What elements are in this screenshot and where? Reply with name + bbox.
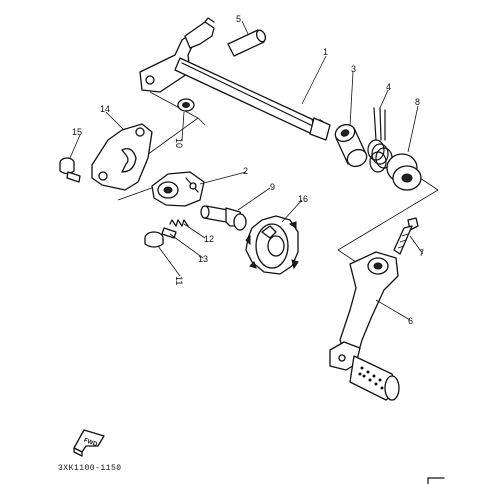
callout-15: 15 — [72, 127, 82, 137]
segment-part-16 — [245, 215, 299, 275]
shift-lever-part-2 — [151, 171, 205, 207]
roller-part-11 — [144, 231, 164, 248]
collar-part-3 — [334, 123, 368, 168]
fwd-arrow-icon: FWD — [73, 429, 105, 457]
callout-4: 4 — [386, 82, 391, 92]
washer-part-10 — [177, 98, 195, 112]
bolt-part-9 — [200, 205, 247, 231]
callout-13: 13 — [198, 254, 208, 264]
oil-seal-part-8 — [386, 153, 422, 191]
callout-7: 7 — [419, 248, 424, 258]
callout-3: 3 — [351, 64, 356, 74]
corner-mark — [427, 477, 445, 484]
shift-shaft-part-1 — [139, 17, 331, 141]
callout-1: 1 — [323, 47, 328, 57]
callout-8: 8 — [415, 97, 420, 107]
spring-pin-parts-12-13 — [161, 219, 189, 239]
callout-14: 14 — [100, 104, 110, 114]
dowel-pin-part-5 — [227, 29, 267, 57]
callout-numbers: 5 1 3 4 8 14 15 10 2 9 16 7 6 12 13 11 — [72, 14, 424, 326]
callout-5: 5 — [236, 14, 241, 24]
callout-2: 2 — [243, 166, 248, 176]
shift-pedal-part-6 — [329, 251, 400, 401]
callout-6: 6 — [408, 316, 413, 326]
screw-part-15 — [59, 157, 81, 183]
plate-part-14 — [91, 123, 153, 191]
peg-knurling — [358, 366, 384, 390]
callout-12: 12 — [204, 234, 214, 244]
fwd-label: FWD — [83, 438, 99, 449]
callout-10: 10 — [174, 138, 184, 148]
torsion-spring-part-4 — [367, 107, 393, 173]
diagram-code: 3XK1100-1150 — [58, 464, 122, 473]
callout-9: 9 — [270, 182, 275, 192]
callout-16: 16 — [298, 194, 308, 204]
callout-11: 11 — [174, 276, 184, 285]
bolt-part-7 — [393, 217, 419, 255]
leader-lines — [69, 20, 424, 321]
